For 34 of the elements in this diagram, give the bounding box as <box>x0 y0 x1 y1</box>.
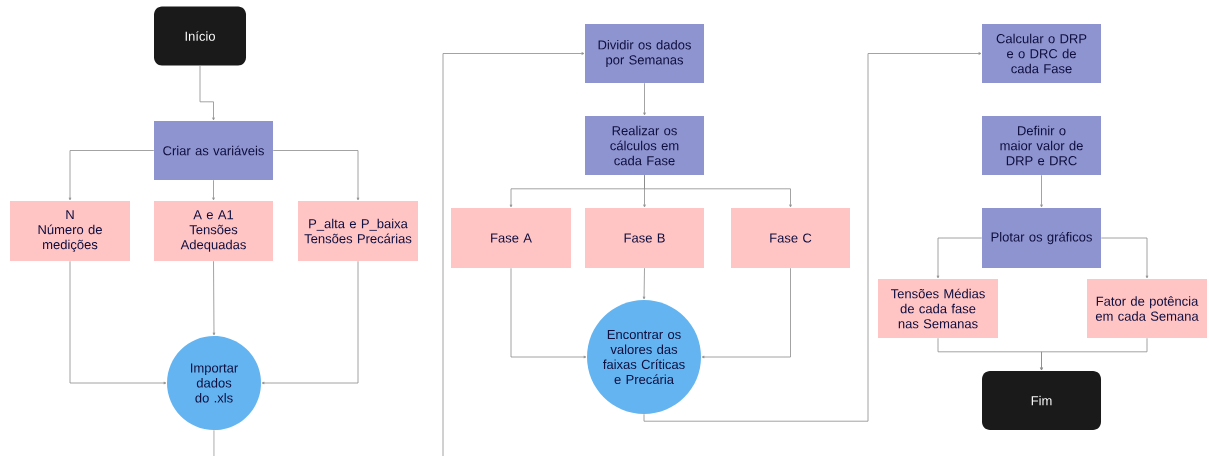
data-box: Fase B <box>585 208 704 268</box>
process-box: Calcular o DRP e o DRC de cada Fase <box>982 24 1101 83</box>
arrow <box>1040 337 1148 371</box>
data-box: A e A1 Tensões Adequadas <box>154 201 273 261</box>
arrow <box>199 65 215 121</box>
process-box: Plotar os gráficos <box>982 208 1101 268</box>
process-box: Realizar os cálculos em cada Fase <box>585 116 704 175</box>
data-box: Fase A <box>451 208 571 268</box>
arrow <box>69 260 167 385</box>
arrow <box>1040 174 1043 208</box>
arrow <box>212 179 215 201</box>
arrow <box>701 267 791 359</box>
data-box: Tensões Médias de cada fase nas Semanas <box>878 279 998 338</box>
arrow <box>1100 237 1149 279</box>
process-box: Dividir os dados por Semanas <box>585 24 704 83</box>
arrow <box>510 267 587 359</box>
arrow <box>642 267 646 300</box>
terminal-box: Início <box>154 6 246 66</box>
arrow <box>442 52 585 456</box>
arrow <box>212 260 216 336</box>
data-box: P_alta e P_baixa Tensões Precárias <box>298 201 418 261</box>
arrow <box>68 150 155 201</box>
terminal-box: Fim <box>982 371 1101 430</box>
arrow <box>272 150 360 201</box>
data-box: Fase C <box>731 208 850 268</box>
data-box: N Número de medições <box>10 201 130 261</box>
arrow <box>644 174 792 208</box>
process-box: Definir o maior valor de DRP e DRC <box>982 116 1101 175</box>
arrow <box>643 82 646 116</box>
process-box: Criar as variáveis <box>154 121 273 180</box>
data-box: Fator de potência em cada Semana <box>1087 279 1207 338</box>
arrow <box>936 237 983 279</box>
arrow <box>261 260 359 385</box>
arrow <box>643 52 982 422</box>
